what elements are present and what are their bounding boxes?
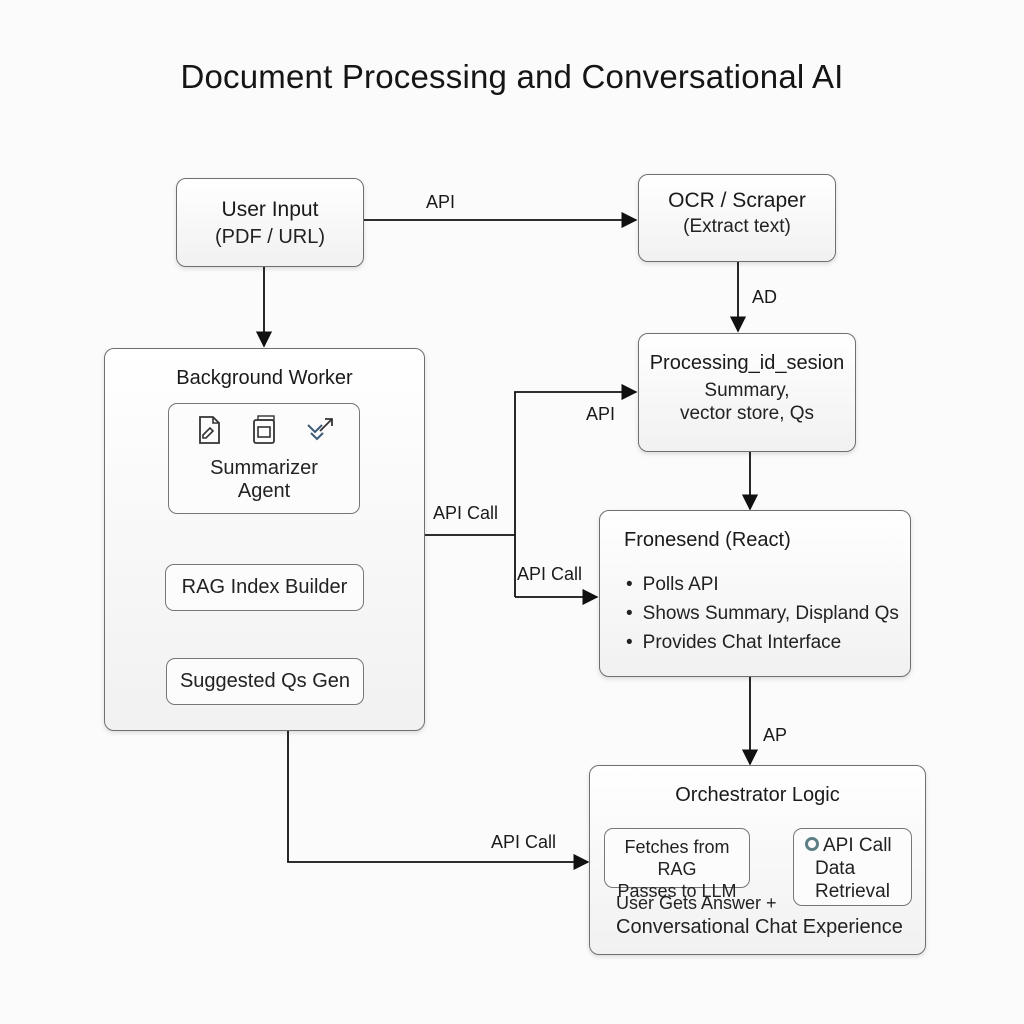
orchestrator-node: Orchestrator Logic Fetches from RAG Pass… bbox=[589, 765, 926, 955]
ring-icon bbox=[805, 837, 819, 851]
edge-split-to-processing bbox=[514, 383, 638, 597]
edge-label-user-to-ocr: API bbox=[426, 192, 456, 212]
processing-line2: vector store, Qs bbox=[679, 403, 815, 424]
summarizer-agent-box: Summarizer Agent bbox=[168, 403, 360, 514]
suggested-qs-gen-box: Suggested Qs Gen bbox=[166, 658, 364, 705]
edge-label-frontend-to-orchestrator: AP bbox=[763, 725, 788, 745]
fetch-pass-box: Fetches from RAG Passes to LLM bbox=[604, 828, 750, 901]
frontend-bullet: Provides Chat Interface bbox=[626, 628, 899, 657]
orchestrator-title: Orchestrator Logic bbox=[675, 784, 840, 806]
edge-label-to-frontend: API Call bbox=[517, 564, 583, 584]
user-input-node: User Input (PDF / URL) bbox=[176, 178, 364, 267]
data-line: Data bbox=[815, 858, 856, 879]
frontend-node: Fronesend (React) Polls API Shows Summar… bbox=[599, 510, 911, 677]
user-input-title: User Input bbox=[221, 198, 319, 221]
user-input-subtitle: (PDF / URL) bbox=[215, 226, 325, 248]
processing-node: Processing_id_sesion Summary, vector sto… bbox=[638, 333, 856, 452]
check-arrows-icon bbox=[306, 418, 333, 441]
edge-worker-to-orchestrator bbox=[287, 731, 590, 871]
processing-line1: Summary, bbox=[704, 380, 790, 401]
fetch-line2: Passes to LLM bbox=[617, 881, 737, 901]
fetch-line1: Fetches from RAG bbox=[624, 837, 730, 879]
document-edit-icon bbox=[199, 416, 221, 444]
rag-index-builder-box: RAG Index Builder bbox=[165, 564, 364, 611]
summarizer-line1: Summarizer bbox=[210, 457, 318, 479]
api-call-line: API Call bbox=[823, 835, 892, 856]
document-stack-icon bbox=[253, 415, 275, 444]
background-worker-title: Background Worker bbox=[176, 367, 353, 389]
api-data-retrieval-box: API Call Data Retrieval bbox=[793, 828, 912, 906]
background-worker-node: Background Worker Summarizer Agent RAG I… bbox=[104, 348, 425, 731]
ocr-subtitle: (Extract text) bbox=[683, 216, 791, 237]
frontend-bullet: Shows Summary, Displand Qs bbox=[626, 599, 899, 628]
edge-label-worker-api-call: API Call bbox=[433, 503, 499, 523]
retrieval-line: Retrieval bbox=[815, 881, 890, 902]
ocr-title: OCR / Scraper bbox=[668, 189, 806, 212]
edge-label-ocr-to-processing: AD bbox=[752, 287, 778, 307]
processing-title: Processing_id_sesion bbox=[649, 352, 845, 374]
edge-label-worker-to-orchestrator: API Call bbox=[491, 832, 557, 852]
ocr-scraper-node: OCR / Scraper (Extract text) bbox=[638, 174, 836, 262]
summarizer-line2: Agent bbox=[237, 480, 291, 502]
orchestrator-footer-line1: User Gets Answer + bbox=[616, 893, 777, 913]
summarizer-icon-row bbox=[169, 413, 359, 449]
frontend-bullet-list: Polls API Shows Summary, Displand Qs Pro… bbox=[626, 570, 899, 657]
diagram-title: Document Processing and Conversational A… bbox=[180, 58, 844, 95]
frontend-title: Fronesend (React) bbox=[624, 529, 791, 551]
edge-label-worker-to-processing: API bbox=[586, 404, 616, 424]
frontend-bullet: Polls API bbox=[626, 570, 899, 599]
orchestrator-footer-line2: Conversational Chat Experience bbox=[616, 916, 903, 938]
